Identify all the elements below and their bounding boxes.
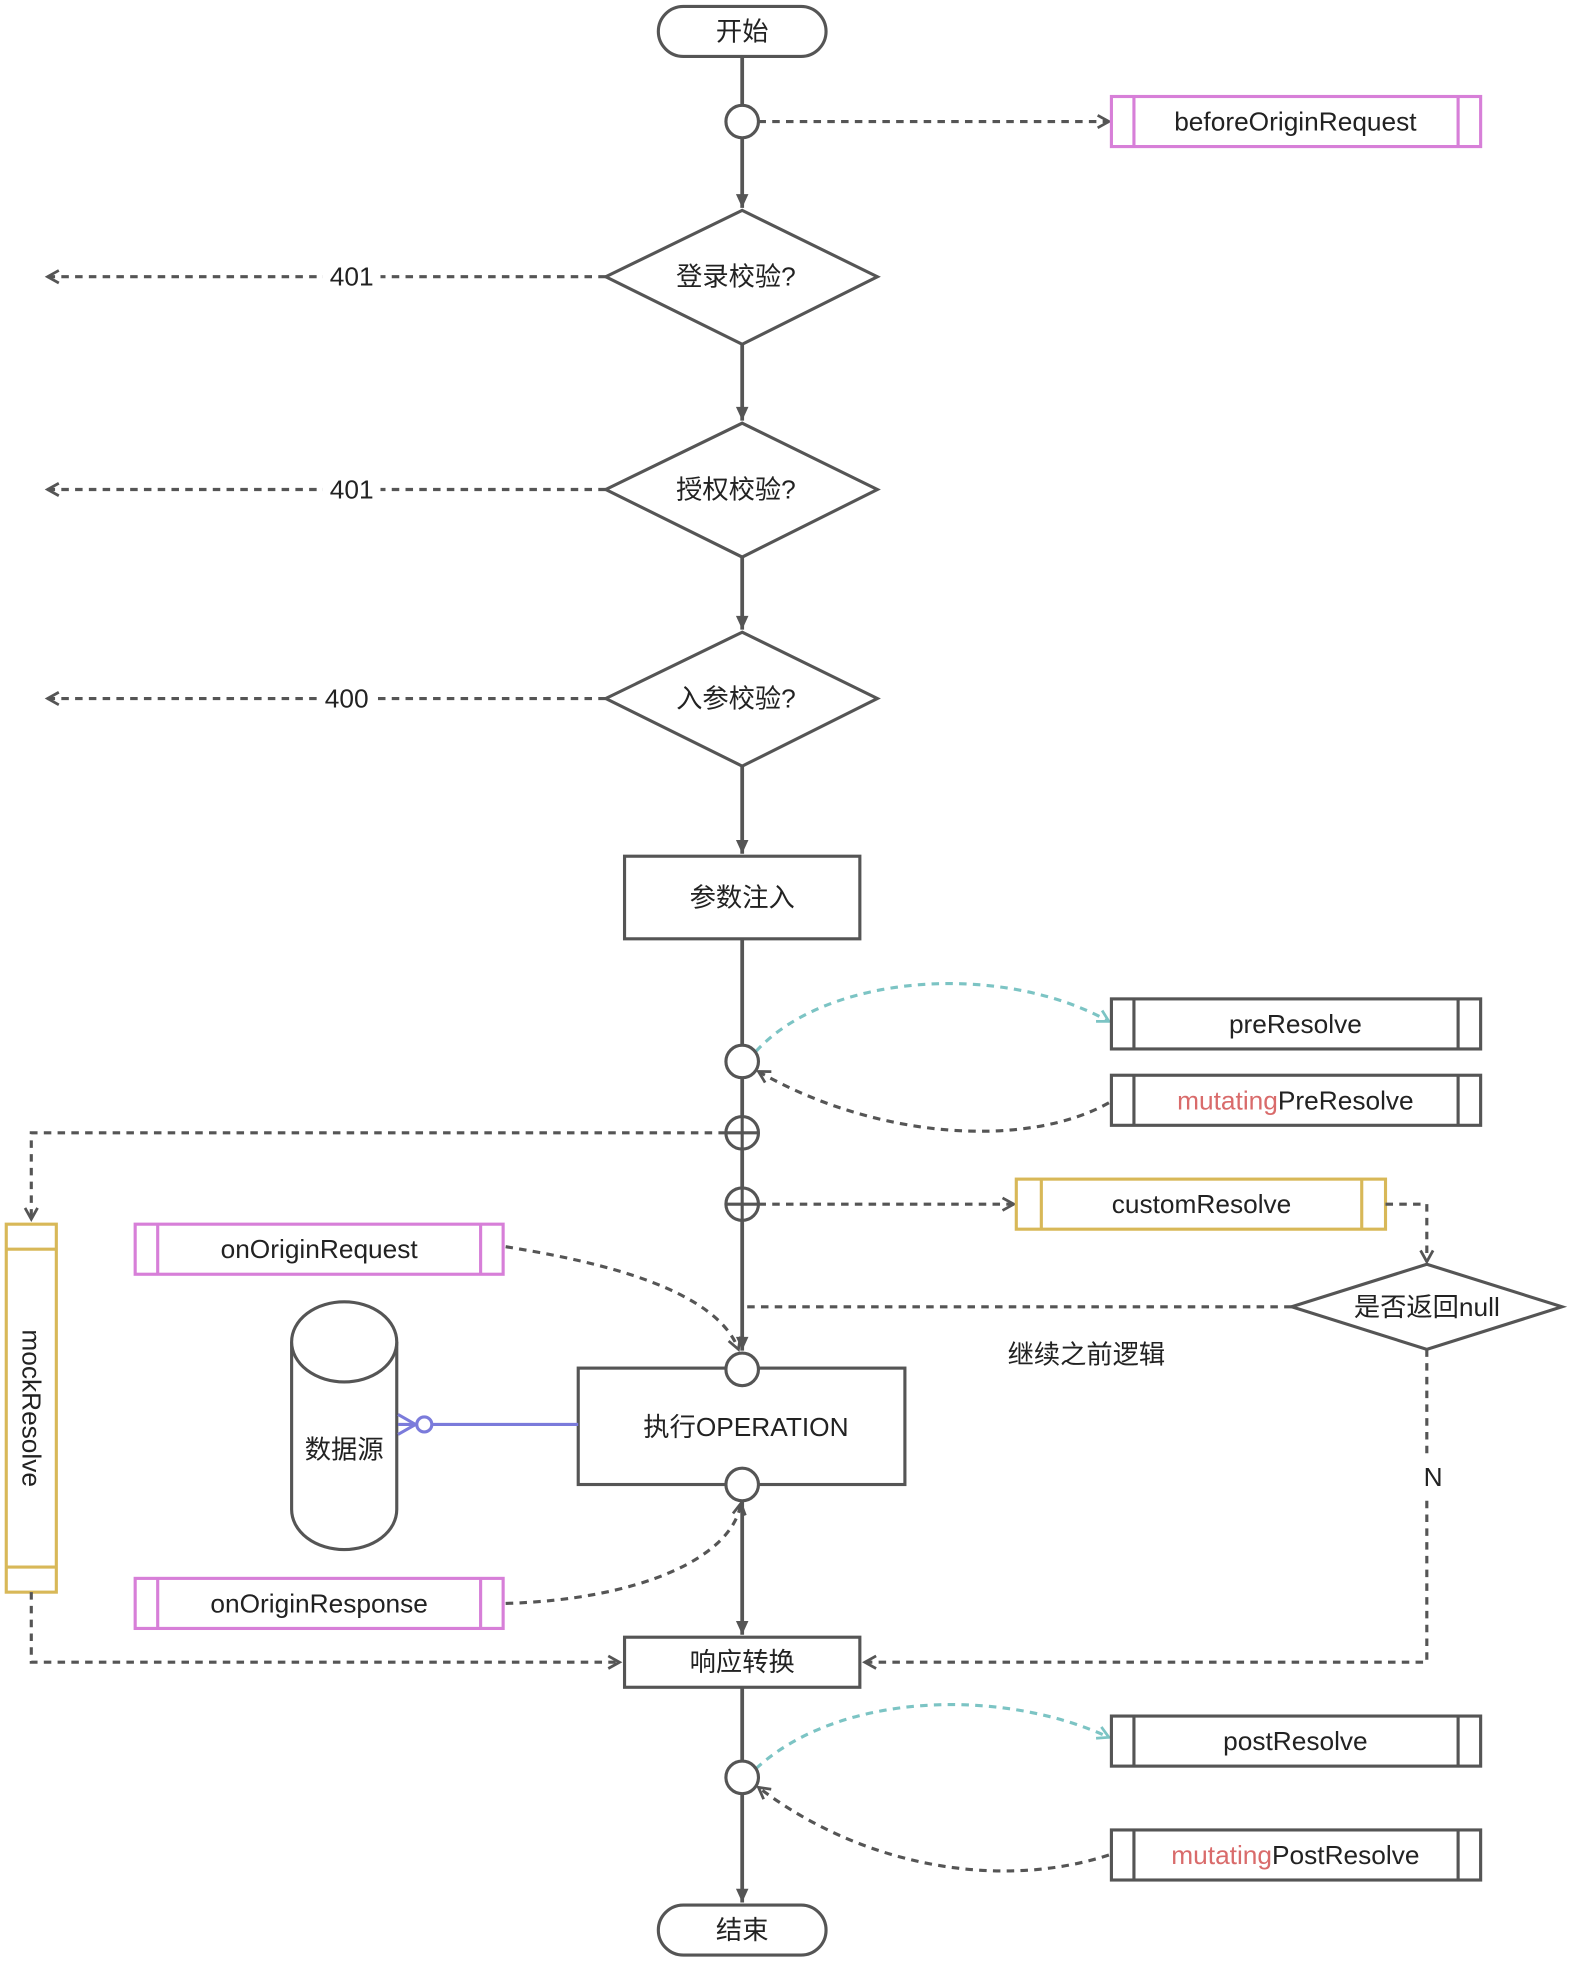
- hook-label: onOriginRequest: [221, 1234, 419, 1264]
- hook-mutating-pre-resolve: mutatingPreResolve: [1109, 1073, 1483, 1127]
- decision-auth-check: 授权校验?: [602, 421, 881, 559]
- hook-on-origin-request: onOriginRequest: [133, 1222, 505, 1276]
- step-execute-operation: 执行OPERATION: [576, 1366, 907, 1487]
- hook-mutating-post-resolve: mutatingPostResolve: [1109, 1828, 1483, 1882]
- fail-code-label: 401: [330, 474, 374, 504]
- start-terminal: 开始: [656, 4, 828, 59]
- hook-label: onOriginResponse: [210, 1588, 428, 1618]
- step-label: 参数注入: [690, 883, 795, 913]
- start-label: 开始: [716, 16, 769, 46]
- fail-branch-login: 401: [44, 260, 606, 293]
- dashed-link-mutating-pre-resolve: [756, 1070, 1110, 1133]
- mutating-prefix: mutating: [1177, 1085, 1278, 1115]
- parallel-junction-custom: [724, 1186, 761, 1222]
- decision-label: 入参校验?: [676, 684, 796, 714]
- step-response-transform: 响应转换: [622, 1635, 862, 1689]
- fail-code-label: 401: [330, 262, 374, 292]
- hook-junction-origin-response: [724, 1466, 761, 1503]
- hook-label: mockResolve: [16, 1329, 46, 1487]
- hook-junction-origin-request: [724, 1351, 761, 1388]
- dashed-link-on-origin-request: [505, 1245, 742, 1352]
- dashed-link-mock-resolve: [23, 1131, 726, 1223]
- hook-pre-resolve: preResolve: [1109, 997, 1483, 1051]
- dashed-link-mock-to-transform: [29, 1592, 623, 1670]
- decision-label: 授权校验?: [676, 474, 796, 504]
- dashed-link-on-origin-response: [505, 1500, 747, 1605]
- dashed-link-null-no: [862, 1349, 1429, 1670]
- teal-link-pre-resolve: [754, 982, 1112, 1053]
- step-inject-params: 参数注入: [622, 854, 862, 941]
- hook-suffix: PreResolve: [1278, 1085, 1414, 1115]
- hook-label: customResolve: [1112, 1189, 1292, 1219]
- hook-junction-before-origin: [724, 103, 761, 140]
- mutating-prefix: mutating: [1171, 1840, 1272, 1870]
- decision-label: 登录校验?: [676, 262, 796, 292]
- hook-junction-post-resolve: [724, 1759, 761, 1796]
- fail-code-label: 400: [325, 684, 369, 714]
- dashed-link-to-null-check: [1385, 1202, 1435, 1265]
- teal-link-post-resolve: [754, 1703, 1112, 1770]
- hook-label: postResolve: [1223, 1726, 1368, 1756]
- parallel-junction-mock: [724, 1114, 761, 1151]
- hook-label: preResolve: [1229, 1009, 1362, 1039]
- hook-before-origin-request: beforeOriginRequest: [1109, 94, 1483, 149]
- fail-branch-param: 400: [44, 682, 606, 715]
- hook-suffix: PostResolve: [1272, 1840, 1419, 1870]
- datasource-relation: [397, 1413, 579, 1436]
- hook-mock-resolve: mockResolve: [4, 1222, 58, 1594]
- no-branch-label: N: [1424, 1462, 1443, 1492]
- hook-junction-pre-resolve: [724, 1043, 761, 1080]
- fail-branch-auth: 401: [44, 473, 606, 506]
- dashed-link-mutating-post-resolve: [756, 1785, 1110, 1873]
- hook-custom-resolve: customResolve: [1014, 1177, 1388, 1231]
- datasource-cylinder: 数据源: [290, 1300, 399, 1552]
- hook-label: beforeOriginRequest: [1174, 107, 1417, 137]
- decision-label: 是否返回null: [1354, 1292, 1500, 1322]
- hook-post-resolve: postResolve: [1109, 1714, 1483, 1768]
- decision-param-check: 入参校验?: [602, 630, 881, 768]
- end-label: 结束: [716, 1915, 769, 1945]
- decision-null-check: 是否返回null: [1286, 1262, 1568, 1351]
- decision-login-check: 登录校验?: [602, 208, 881, 347]
- datasource-label: 数据源: [305, 1434, 384, 1464]
- step-label: 执行OPERATION: [643, 1412, 848, 1442]
- hook-label: mutatingPreResolve: [1177, 1085, 1414, 1115]
- hook-on-origin-response: onOriginResponse: [133, 1576, 505, 1631]
- continue-note: 继续之前逻辑: [1008, 1339, 1166, 1369]
- hook-label: mutatingPostResolve: [1171, 1840, 1419, 1870]
- end-terminal: 结束: [656, 1903, 828, 1957]
- step-label: 响应转换: [690, 1647, 795, 1677]
